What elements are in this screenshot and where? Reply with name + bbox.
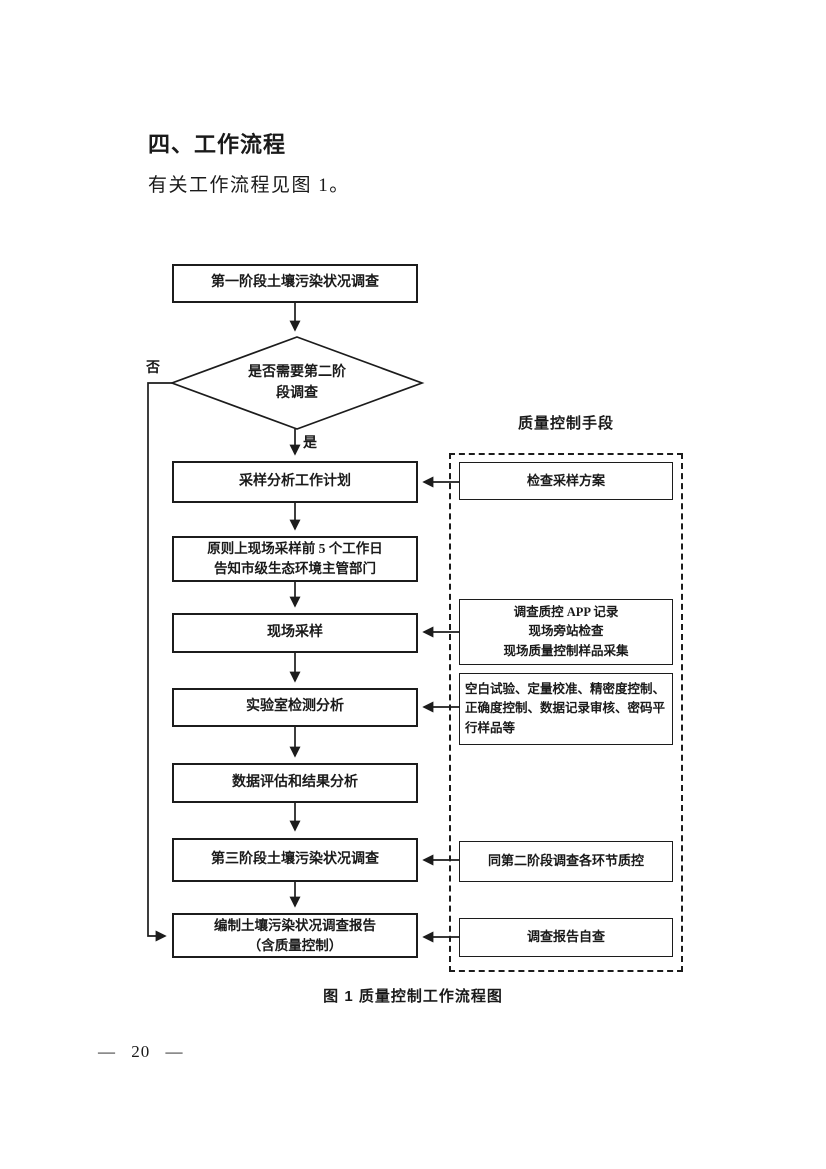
qc-box-check-sampling-plan: 检查采样方案 — [459, 462, 673, 500]
flow-step-compile-report: 编制土壤污染状况调查报告 （含质量控制） — [172, 913, 418, 958]
section-heading: 四、工作流程 — [148, 132, 287, 157]
flow-step-phase1-survey: 第一阶段土壤污染状况调查 — [172, 264, 418, 303]
flow-step-data-evaluation: 数据评估和结果分析 — [172, 763, 418, 803]
flow-step-phase3-survey: 第三阶段土壤污染状况调查 — [172, 838, 418, 882]
qc-section-title: 质量控制手段 — [517, 416, 614, 432]
intro-text: 有关工作流程见图 1。 — [148, 175, 350, 196]
qc-dashed-container — [449, 453, 683, 972]
page-number: — 20 — — [98, 1042, 184, 1061]
qc-box-same-as-phase2: 同第二阶段调查各环节质控 — [459, 841, 673, 882]
qc-box-report-self-check: 调查报告自查 — [459, 918, 673, 957]
qc-box-field-qc-records: 调查质控 APP 记录 现场旁站检查 现场质量控制样品采集 — [459, 599, 673, 665]
qc-box-lab-qc-measures: 空白试验、定量校准、精密度控制、 正确度控制、数据记录审核、密码平 行样品等 — [459, 673, 673, 745]
branch-label-no: 否 — [146, 361, 160, 376]
flow-step-sampling-plan: 采样分析工作计划 — [172, 461, 418, 503]
flow-step-lab-analysis: 实验室检测分析 — [172, 688, 418, 727]
figure-caption: 图 1 质量控制工作流程图 — [323, 988, 503, 1005]
flow-step-notify-authority: 原则上现场采样前 5 个工作日 告知市级生态环境主管部门 — [172, 536, 418, 582]
flow-decision-need-phase2: 是否需要第二阶 段调查 — [248, 365, 346, 401]
branch-label-yes: 是 — [303, 436, 317, 451]
flow-step-field-sampling: 现场采样 — [172, 613, 418, 653]
